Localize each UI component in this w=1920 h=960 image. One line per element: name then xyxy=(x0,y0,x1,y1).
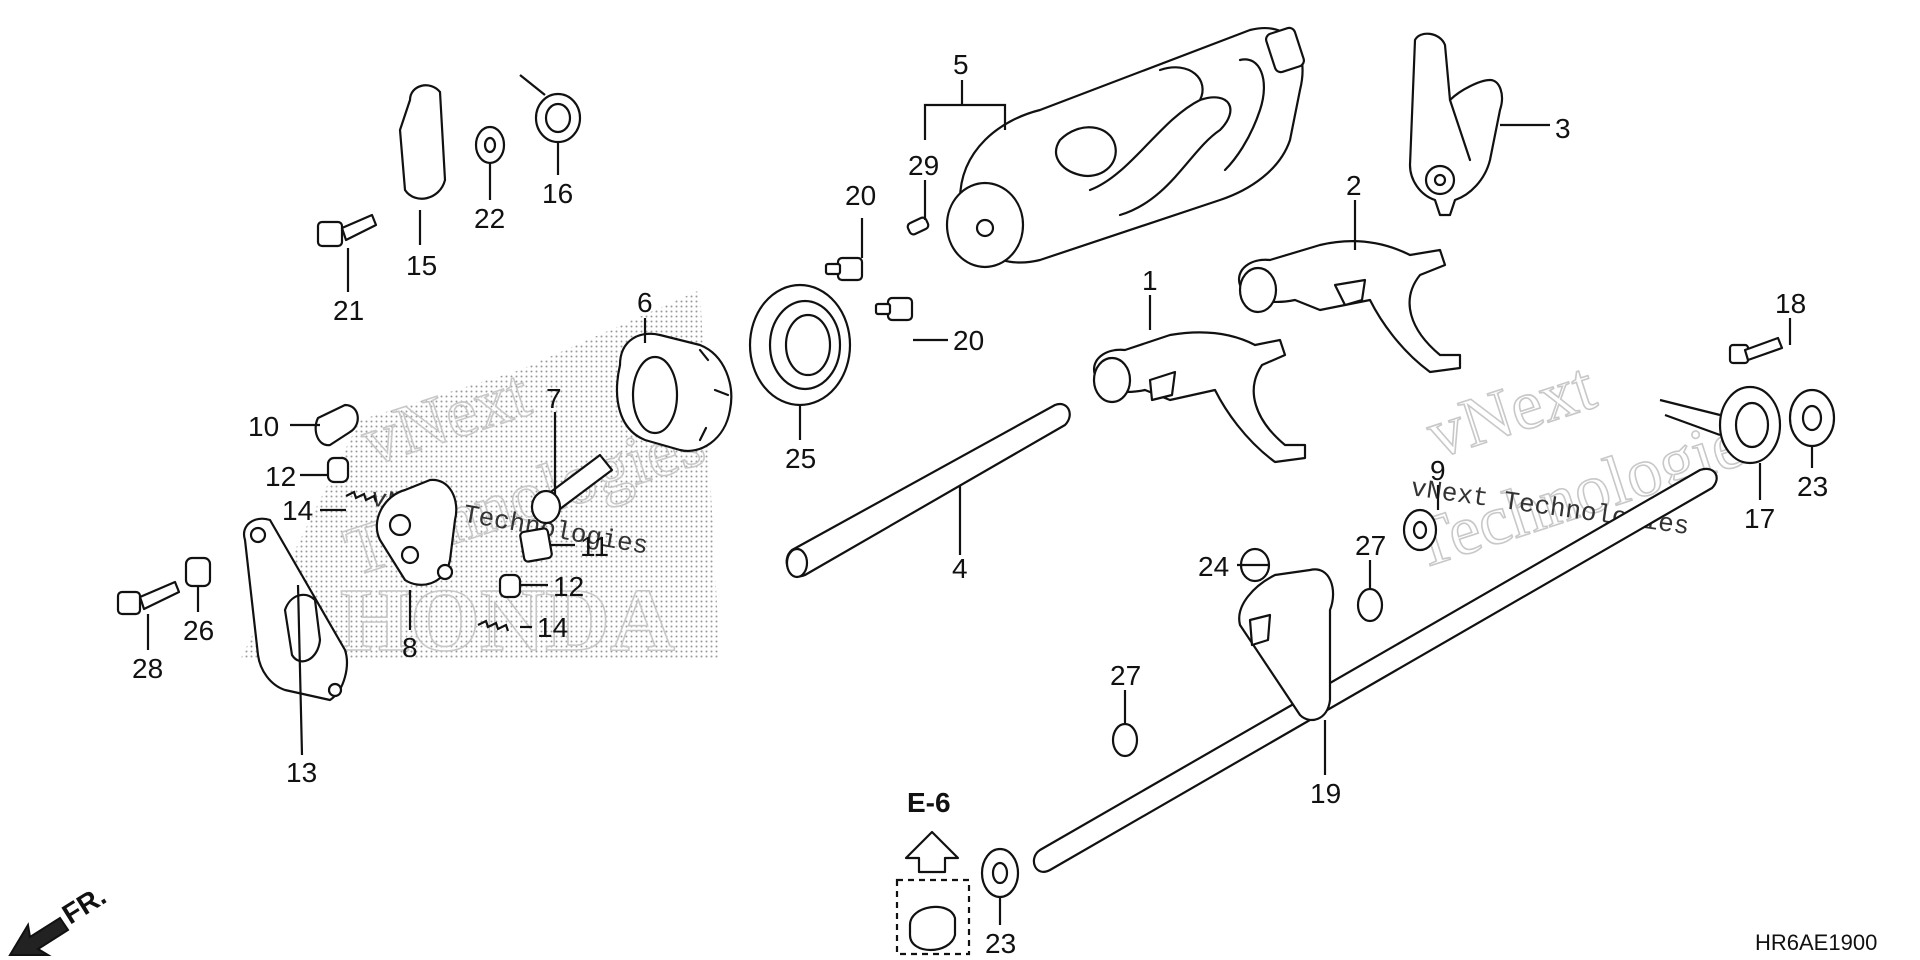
spring-14-lower xyxy=(477,619,510,632)
bearing-25 xyxy=(748,283,852,407)
callout-20-lower: 20 xyxy=(953,325,984,356)
callout-18: 18 xyxy=(1775,288,1806,319)
callout-12-lower: 12 xyxy=(553,571,584,602)
leader-lines xyxy=(146,80,1814,925)
washer-23-right xyxy=(1788,388,1836,448)
spring-17 xyxy=(1659,385,1782,465)
diagram-code: HR6AE1900 xyxy=(1755,930,1877,955)
switch-7 xyxy=(530,453,614,525)
drum-center-6 xyxy=(616,332,733,453)
washer-22 xyxy=(474,125,506,165)
clip-27-lower xyxy=(1111,722,1139,758)
bolt-20-upper xyxy=(824,256,864,282)
bolt-18 xyxy=(1728,336,1784,365)
callout-7: 7 xyxy=(546,383,562,414)
front-direction-arrow: FR. xyxy=(8,880,112,956)
callout-1: 1 xyxy=(1142,265,1158,296)
plate-13 xyxy=(242,517,348,702)
stopper-arm-8 xyxy=(375,478,458,586)
reference-e6-label: E-6 xyxy=(907,787,951,818)
callout-2: 2 xyxy=(1346,170,1362,201)
callout-10: 10 xyxy=(248,411,279,442)
callout-16: 16 xyxy=(542,178,573,209)
callout-4: 4 xyxy=(952,553,968,584)
pin-12-upper xyxy=(326,456,350,484)
callout-20-upper: 20 xyxy=(845,180,876,211)
callout-23-lower: 23 xyxy=(985,928,1016,959)
callout-14-lower: 14 xyxy=(537,612,568,643)
callout-23-right: 23 xyxy=(1797,471,1828,502)
callout-14-upper: 14 xyxy=(282,495,313,526)
spring-14-upper xyxy=(345,490,378,503)
callout-6: 6 xyxy=(637,287,653,318)
bolt-28 xyxy=(116,580,181,616)
stopper-10 xyxy=(314,403,359,447)
fork-shaft-4 xyxy=(785,402,1071,579)
callout-13: 13 xyxy=(286,757,317,788)
shift-drum xyxy=(945,26,1305,269)
washer-23-lower xyxy=(980,847,1020,899)
callout-labels: 1 2 3 4 5 6 7 8 9 10 11 12 12 13 14 14 1… xyxy=(132,49,1828,959)
bolt-21 xyxy=(316,213,378,248)
callout-28: 28 xyxy=(132,653,163,684)
oil-seal-9 xyxy=(1402,508,1438,552)
shift-fork-3 xyxy=(1408,32,1504,217)
callout-17: 17 xyxy=(1744,503,1775,534)
callout-3: 3 xyxy=(1555,113,1571,144)
reference-e6: E-6 xyxy=(895,787,971,956)
callout-19: 19 xyxy=(1310,778,1341,809)
shift-fork-1 xyxy=(1092,331,1307,464)
bolt-20-lower xyxy=(874,296,914,322)
clip-27-upper xyxy=(1356,587,1384,623)
shift-fork-2 xyxy=(1237,240,1462,374)
callout-8: 8 xyxy=(402,632,418,663)
callout-29: 29 xyxy=(908,150,939,181)
spring-16 xyxy=(519,74,582,144)
callout-9: 9 xyxy=(1430,455,1446,486)
callout-12-upper: 12 xyxy=(265,461,296,492)
callout-22: 22 xyxy=(474,203,505,234)
callout-21: 21 xyxy=(333,295,364,326)
callout-27-upper: 27 xyxy=(1355,530,1386,561)
front-direction-label: FR. xyxy=(57,880,112,930)
callout-11: 11 xyxy=(580,531,609,562)
callout-24: 24 xyxy=(1198,551,1229,582)
callout-15: 15 xyxy=(406,250,437,281)
callout-25: 25 xyxy=(785,443,816,474)
callout-27-lower: 27 xyxy=(1110,660,1141,691)
pin-12-lower xyxy=(498,573,522,599)
gearshift-spindle-19 xyxy=(1032,467,1718,873)
callout-5: 5 xyxy=(953,49,969,80)
collar-26 xyxy=(184,556,212,588)
pin-29 xyxy=(906,216,930,236)
collar-11 xyxy=(519,527,553,563)
plate-15 xyxy=(398,84,447,200)
callout-26: 26 xyxy=(183,615,214,646)
